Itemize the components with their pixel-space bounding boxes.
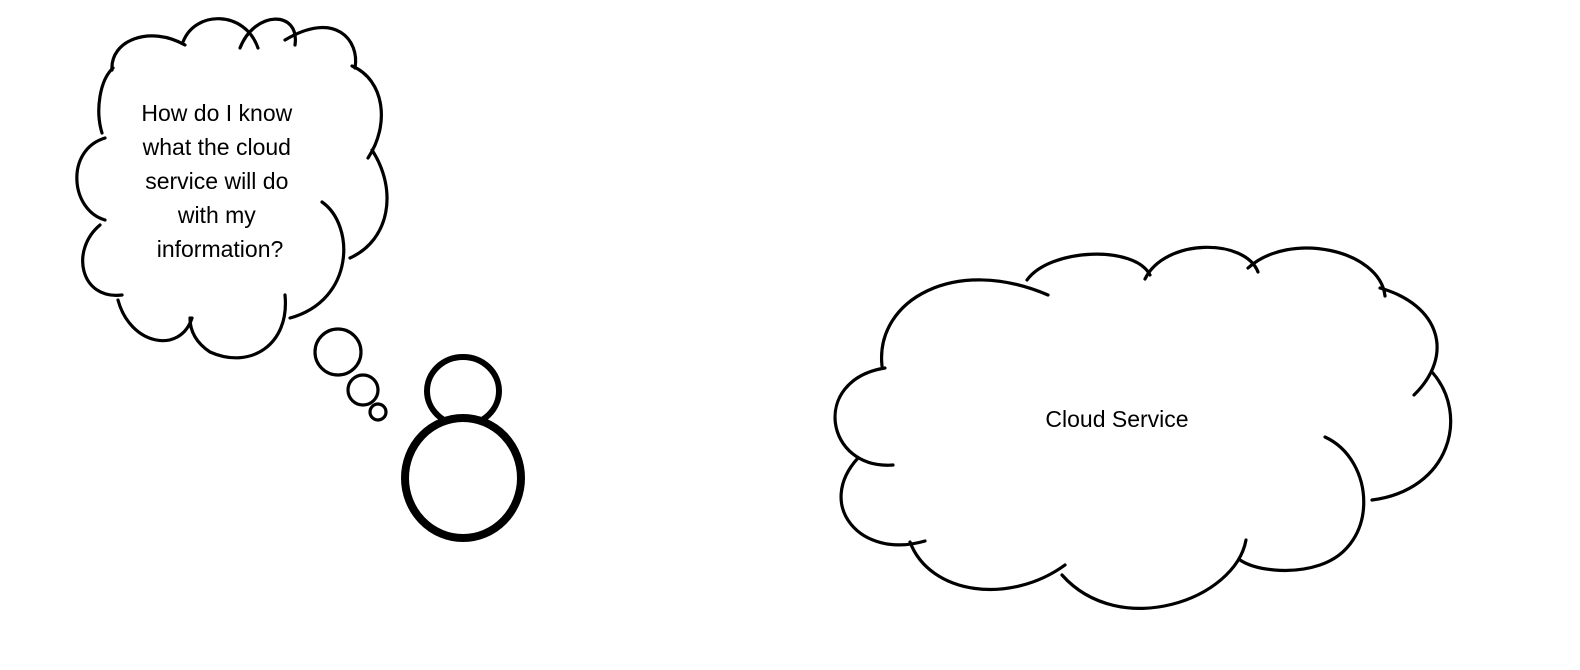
cloud-service-label: Cloud Service (1045, 406, 1188, 432)
thought-line: How do I know (141, 100, 292, 126)
thought-trail-large (313, 327, 363, 377)
thought-line: service will do (145, 168, 288, 194)
thought-line: with my (177, 202, 256, 228)
person-icon (401, 354, 525, 542)
cloud-service-shape (830, 243, 1453, 610)
thought-line: what the cloud (142, 134, 291, 160)
thought-trail-medium (346, 373, 380, 407)
thought-text: How do I know what the cloud service wil… (141, 100, 298, 262)
thought-line: information? (157, 236, 284, 262)
thought-bubble (75, 17, 389, 360)
thought-trail-small (368, 402, 388, 422)
